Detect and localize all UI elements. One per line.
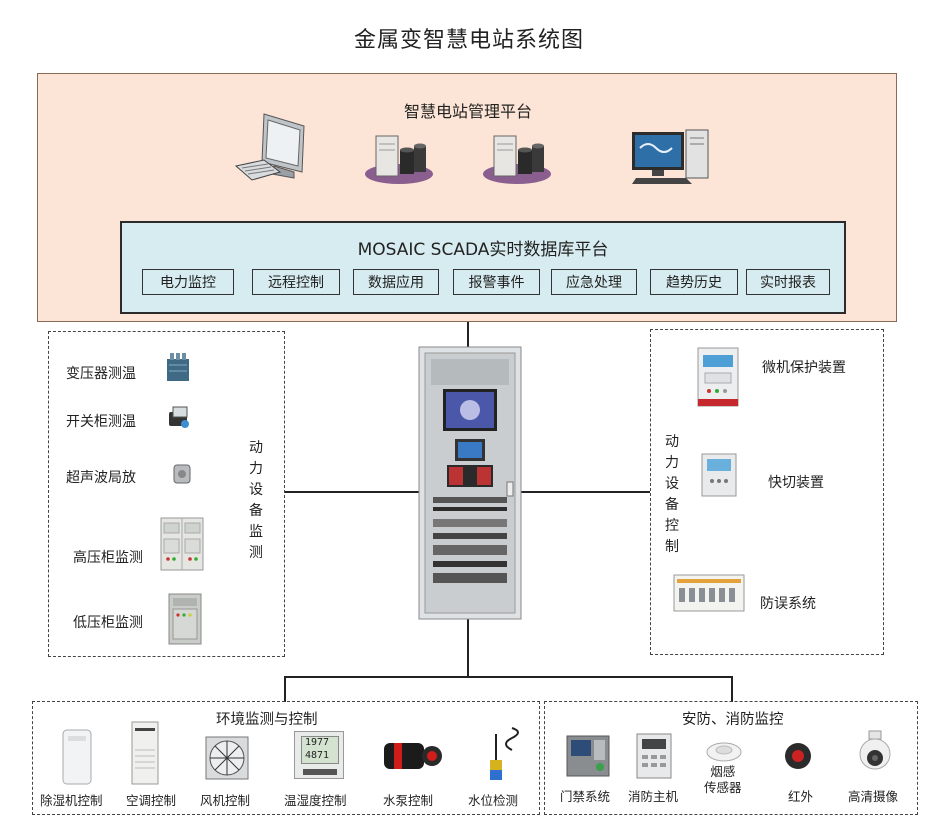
page-title: 金属变智慧电站系统图	[353, 28, 584, 53]
side-label-monitoring: 动力设备监测	[249, 440, 263, 561]
item-label: 超声波局放	[66, 470, 136, 486]
item-label: 烟感 传感器	[704, 764, 742, 795]
item-label: 防误系统	[760, 596, 816, 612]
item-label: 高压柜监测	[73, 550, 143, 566]
security-fire-panel	[544, 701, 918, 815]
water-level-sensor-icon	[490, 727, 519, 780]
env-panel-title: 环境监测与控制	[216, 712, 318, 728]
module-realtime-report[interactable]: 实时报表	[746, 269, 830, 295]
connector-line	[284, 676, 733, 678]
switchgear-sensor-icon	[169, 406, 189, 428]
thermo-hygrometer-icon: 1977 4871	[294, 731, 344, 779]
monitor-keyboard-icon	[234, 113, 305, 181]
fan-icon	[205, 736, 249, 780]
module-alarm-events[interactable]: 报警事件	[453, 269, 540, 295]
item-label: 微机保护装置	[762, 360, 846, 376]
connector-line	[515, 491, 650, 493]
ultrasonic-sensor-icon	[173, 464, 191, 484]
item-label: 门禁系统	[560, 789, 611, 804]
low-voltage-cabinet-icon	[168, 593, 202, 645]
module-remote-control[interactable]: 远程控制	[252, 269, 340, 295]
item-label: 温湿度控制	[284, 793, 347, 808]
item-label: 空调控制	[126, 793, 177, 808]
environment-panel	[32, 701, 540, 815]
management-platform: 智慧电站管理平台 MOSAI	[37, 73, 897, 322]
dehumidifier-icon	[62, 729, 92, 785]
fire-alarm-host-icon	[636, 733, 672, 779]
item-label: 消防主机	[628, 789, 679, 804]
platform-title: 智慧电站管理平台	[403, 102, 532, 121]
module-data-application[interactable]: 数据应用	[353, 269, 439, 295]
module-emergency-handling[interactable]: 应急处理	[551, 269, 637, 295]
power-equipment-monitoring-panel	[48, 331, 285, 657]
item-label: 水位检测	[468, 793, 519, 808]
hd-camera-icon	[859, 730, 891, 770]
item-label: 变压器测温	[66, 366, 136, 382]
water-pump-icon	[384, 743, 442, 769]
air-conditioner-icon	[131, 721, 159, 785]
connector-line	[284, 676, 286, 702]
module-trend-history[interactable]: 趋势历史	[650, 269, 738, 295]
side-label-control: 动力设备控制	[665, 434, 679, 555]
server-icon	[365, 135, 433, 184]
connector-line	[467, 617, 469, 677]
server-icon	[483, 135, 551, 184]
desktop-computer-icon	[632, 129, 709, 184]
scada-title: MOSAIC SCADA实时数据库平台	[357, 240, 609, 260]
sensor-reading: 1977	[305, 737, 330, 748]
access-control-icon	[566, 735, 610, 777]
item-label: 风机控制	[200, 793, 251, 808]
power-equipment-control-panel	[650, 329, 884, 655]
item-label: 快切装置	[768, 475, 824, 491]
item-label: 低压柜监测	[73, 615, 143, 631]
control-cabinet-icon	[418, 346, 522, 620]
connector-line	[284, 491, 420, 493]
item-label: 红外	[788, 789, 814, 804]
item-label: 水泵控制	[383, 793, 434, 808]
scada-platform: MOSAIC SCADA实时数据库平台 电力监控 远程控制 数据应用 报警事件 …	[120, 221, 846, 314]
anti-misoperation-icon	[673, 574, 745, 612]
sensor-reading: 4871	[305, 750, 330, 761]
item-label: 高清摄像	[848, 789, 899, 804]
fast-switch-device-icon	[701, 453, 737, 497]
connector-line	[731, 676, 733, 702]
item-label: 除湿机控制	[40, 793, 103, 808]
high-voltage-cabinet-icon	[160, 517, 204, 571]
module-power-monitoring[interactable]: 电力监控	[142, 269, 234, 295]
connector-line	[467, 322, 469, 352]
transformer-icon	[167, 353, 189, 381]
infrared-sensor-icon	[785, 743, 811, 769]
security-panel-title: 安防、消防监控	[682, 712, 784, 728]
smoke-sensor-icon	[706, 742, 742, 762]
protection-device-icon	[697, 347, 739, 407]
item-label: 开关柜测温	[66, 414, 136, 430]
